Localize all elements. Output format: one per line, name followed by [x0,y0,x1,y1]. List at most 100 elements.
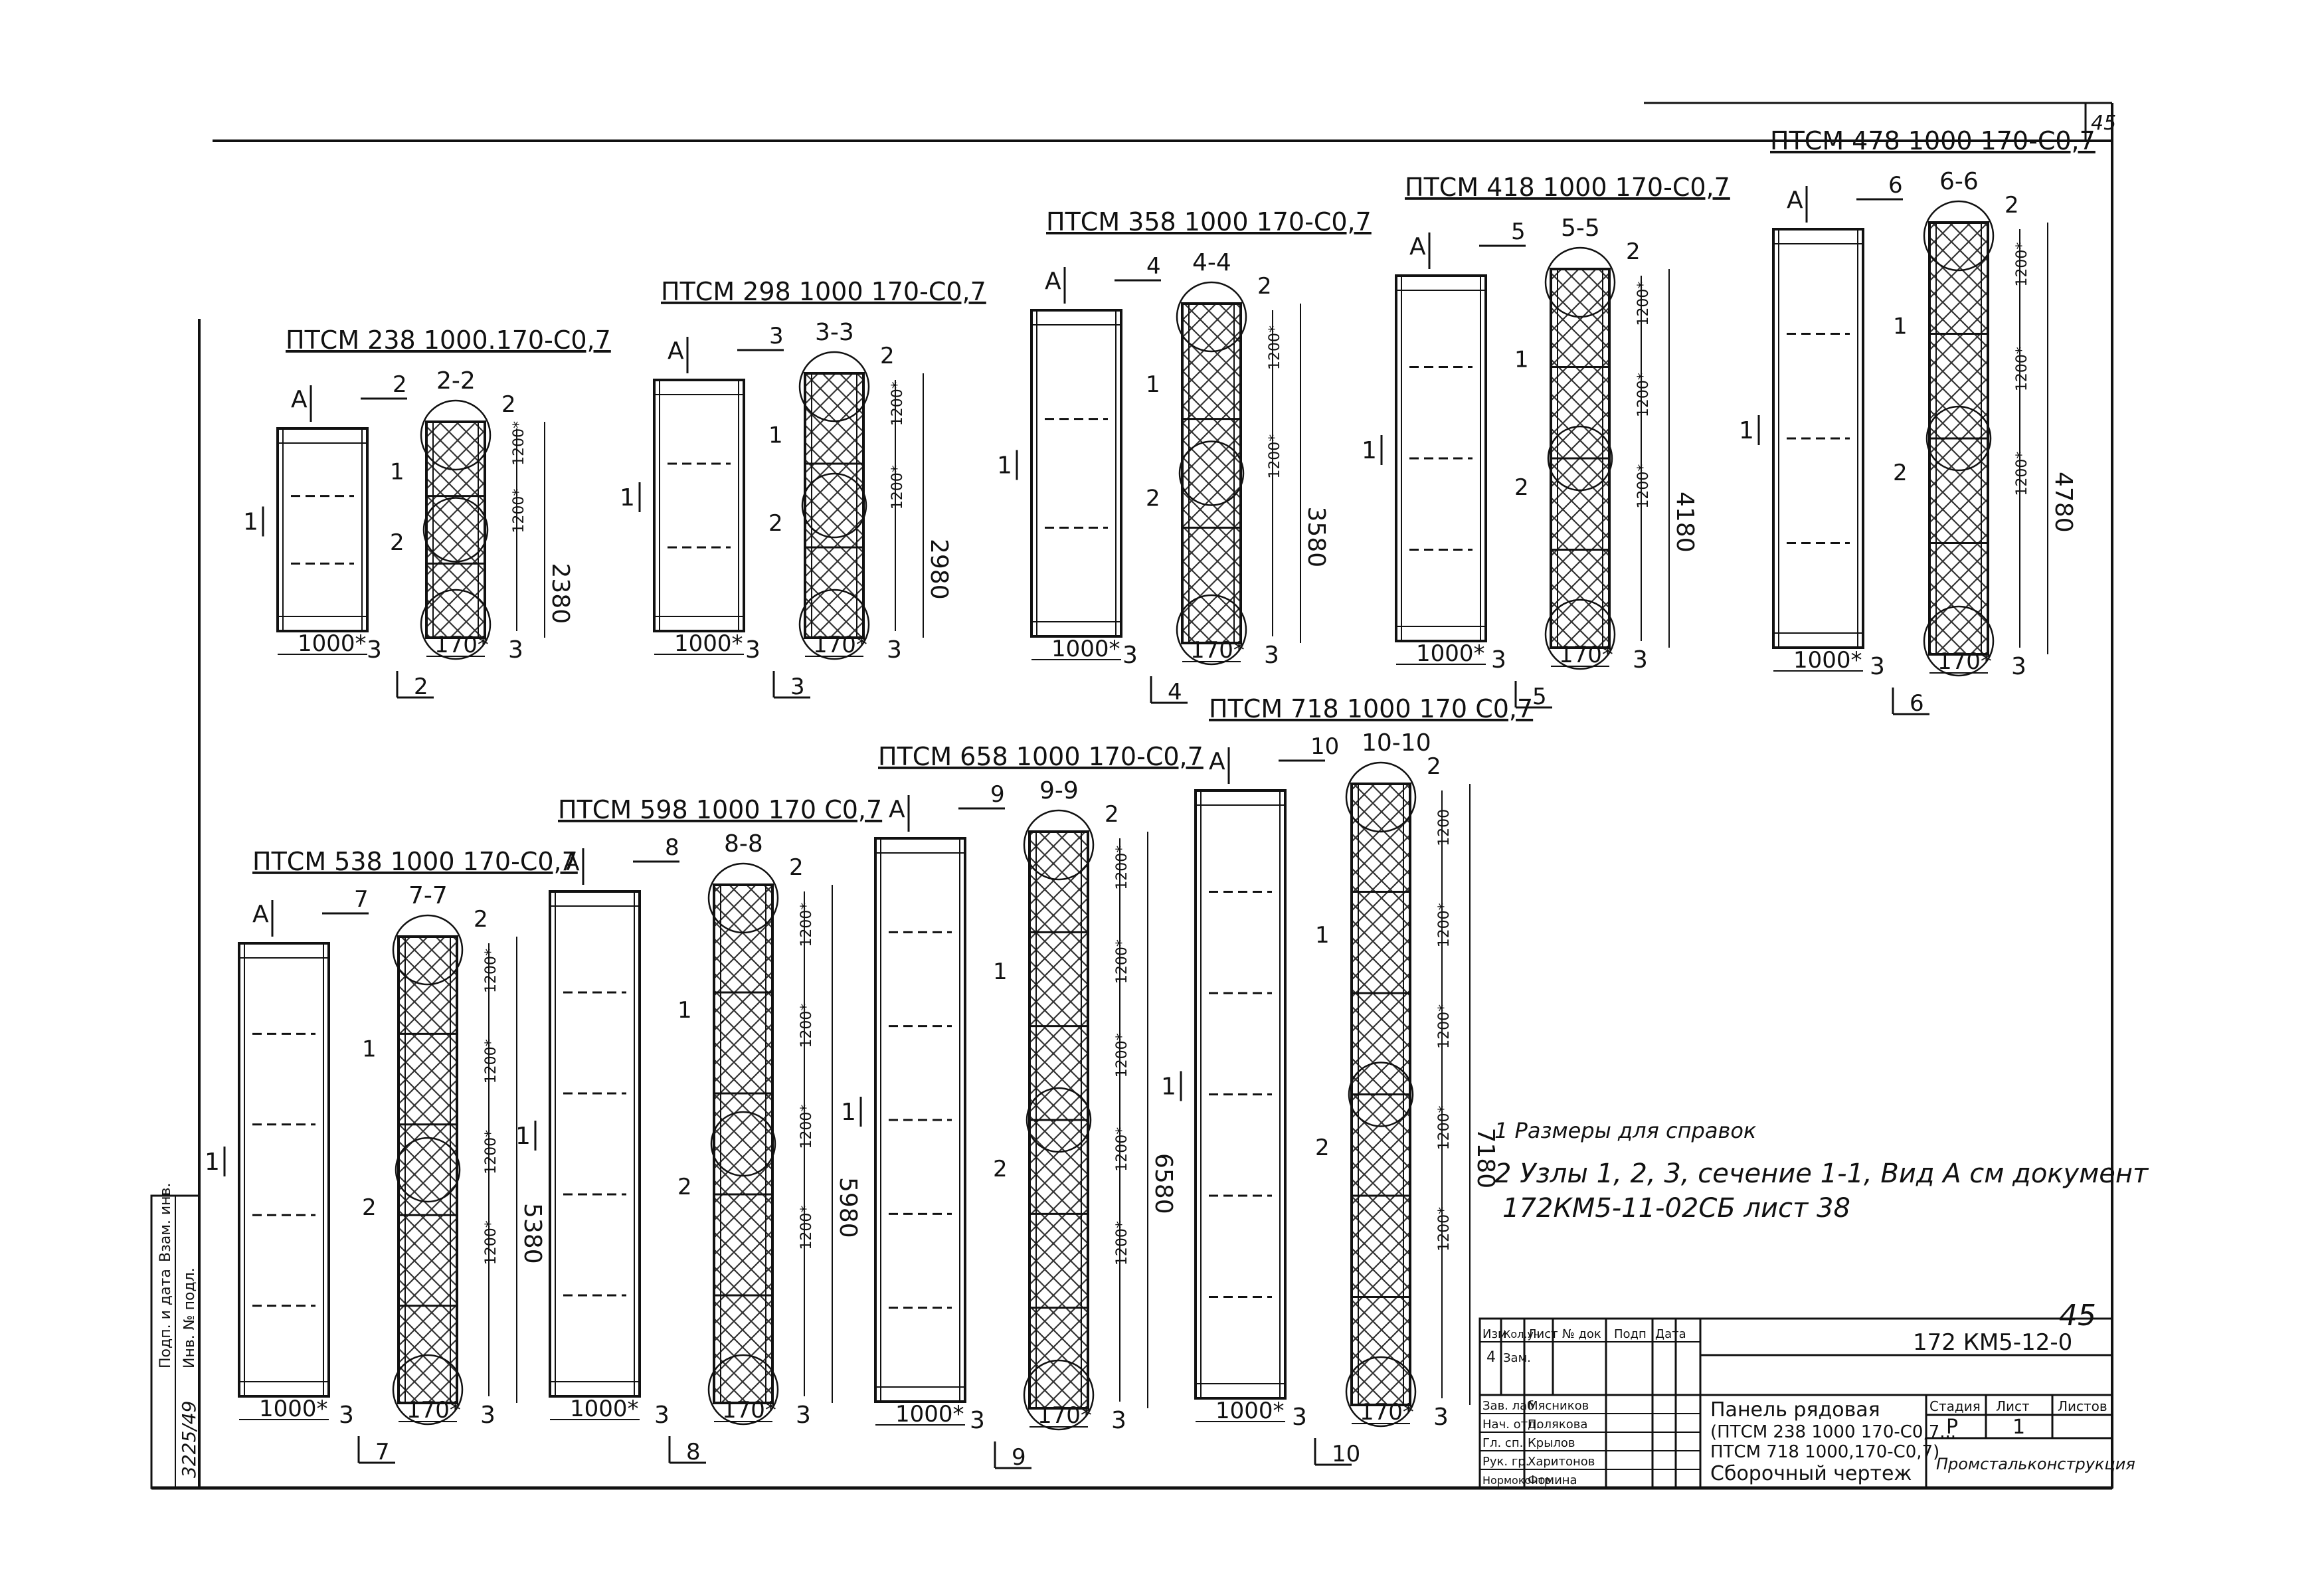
panel-elevation [276,427,369,632]
panel-end-band [549,1381,640,1397]
thickness-dimension: 170* [1360,1399,1414,1426]
section-label: 7-7 [408,882,448,909]
role-5: Нормоконтр. [1482,1474,1554,1487]
joint-dimension: 1200* [1436,1105,1453,1150]
node-label: 2 [1315,1135,1330,1161]
thickness-dimension: 170* [1037,1402,1092,1429]
panel-section-core [404,936,451,1404]
node-label: 3 [1491,646,1506,674]
node-label: 3 [480,1402,495,1429]
node-label: 2 [768,510,783,537]
node-label: 2 [1427,753,1441,780]
rev-row-type: Зам. [1503,1351,1531,1365]
cut-label: 1 [515,1123,531,1150]
role-3: Гл. сп. [1482,1436,1523,1450]
cut-label: 1 [243,509,258,536]
panel-end-band [1395,626,1486,642]
panel-end-band [1031,621,1122,637]
section-mark-top-label: 6 [1888,172,1903,199]
panel-7: ПТСМ 598 1000 170 С0,7А811000*8-8170*598… [515,795,882,1465]
panel-section [1181,302,1242,644]
panel-end-band [238,943,329,959]
node-label: 2 [993,1156,1008,1182]
joint-dimension: 1200* [483,1130,499,1174]
cut-label: 1 [1739,417,1754,444]
name-4: Харитонов [1528,1455,1595,1469]
node-label: 2 [362,1194,377,1221]
panel-section-core [1188,303,1235,644]
thickness-dimension: 170* [722,1397,776,1424]
panel-section-core [720,884,766,1404]
role-2: Нач. отд. [1482,1418,1540,1432]
detail-circle-top [1176,281,1247,353]
height-dimension: 4180 [1671,492,1698,553]
section-label: 10-10 [1362,729,1431,757]
width-dimension: 1000* [570,1396,639,1422]
detail-circle-mid [395,1137,461,1203]
rev-header-sheet: Лист [1528,1327,1558,1341]
rev-header-date: Дата [1655,1327,1686,1341]
view-a-label: А [252,901,269,928]
panel-title: ПТСМ 418 1000 170-С0,7 [1405,173,1730,202]
node-label: 3 [1122,642,1138,669]
joint-dimension: 1200* [511,489,527,533]
panel-title: ПТСМ 298 1000 170-С0,7 [661,277,986,306]
title-block [1478,1317,2113,1489]
note-1: 1 Размеры для справок [1494,1118,1757,1143]
view-a-label: А [889,796,905,823]
detail-circle-mid [1547,425,1613,492]
panel-end-band [1195,790,1286,806]
panel-end-band [1031,310,1122,325]
stage-header: Стадия [1929,1398,1981,1414]
doc-title-line-3: ПТСМ 718 1000,170-С0,7) [1710,1442,1939,1462]
section-label: 9-9 [1039,777,1079,804]
section-mark-bottom-label: 7 [375,1439,390,1465]
joint-dimension: 1200* [798,1105,815,1149]
detail-circle-mid [1026,1087,1092,1153]
panel-end-band [1195,1383,1286,1399]
cut-label: 1 [205,1149,220,1176]
width-dimension: 1000* [1051,636,1120,662]
joint-dimension: 1200* [1635,282,1652,326]
rev-header-change: Изм [1482,1327,1507,1341]
view-a-label: А [668,337,684,365]
panel-elevation [238,942,330,1398]
detail-circle-bottom [420,589,492,660]
panel-elevation [653,379,745,632]
joint-dimension: 1200* [1635,464,1652,509]
cut-label: 1 [1362,437,1377,464]
node-label: 2 [501,391,516,418]
panel-end-band [277,616,368,632]
cut-label: 1 [841,1099,856,1126]
node-label: 3 [1633,646,1648,674]
sheet-header: Лист [1996,1398,2030,1414]
section-mark-top-label: 2 [393,371,407,398]
section-mark-bottom-label: 2 [414,674,428,700]
side-stamp-signature: Подп. и дата [157,1269,174,1368]
rev-header-sign: Подп [1614,1327,1647,1341]
doc-title-line-2: (ПТСМ 238 1000 170-С0,7... [1710,1422,1956,1442]
view-a-label: А [1045,268,1061,295]
section-mark-bottom-label: 10 [1332,1441,1360,1467]
detail-circle-top [420,399,492,471]
panel-end-band [875,1386,966,1402]
node-label: 2 [474,906,488,933]
corner-mark: 45 [2091,112,2116,135]
thickness-dimension: 170* [813,632,867,658]
thickness-dimension: 170* [406,1397,461,1424]
thickness-dimension: 170* [1937,648,1992,675]
view-a-label: А [1409,233,1426,260]
joint-dimension: 1200* [2014,452,2030,496]
panel-6: ПТСМ 538 1000 170-С0,7А711000*7-7170*538… [205,847,578,1465]
cut-label: 1 [1161,1073,1176,1101]
joint-dimension: 1200* [1114,939,1130,984]
node-label: 3 [339,1402,354,1429]
panel-1: ПТСМ 238 1000.170-С0,7А211000*2-2170*238… [243,325,611,700]
panel-section [425,420,486,639]
height-dimension: 2980 [925,539,952,600]
detail-circle-top [1023,809,1095,881]
joint-dimension: 1200* [1114,1127,1130,1172]
node-label: 2 [1257,273,1272,300]
view-a-label: А [1787,187,1803,214]
doc-title-line-4: Сборочный чертеж [1710,1462,1912,1485]
